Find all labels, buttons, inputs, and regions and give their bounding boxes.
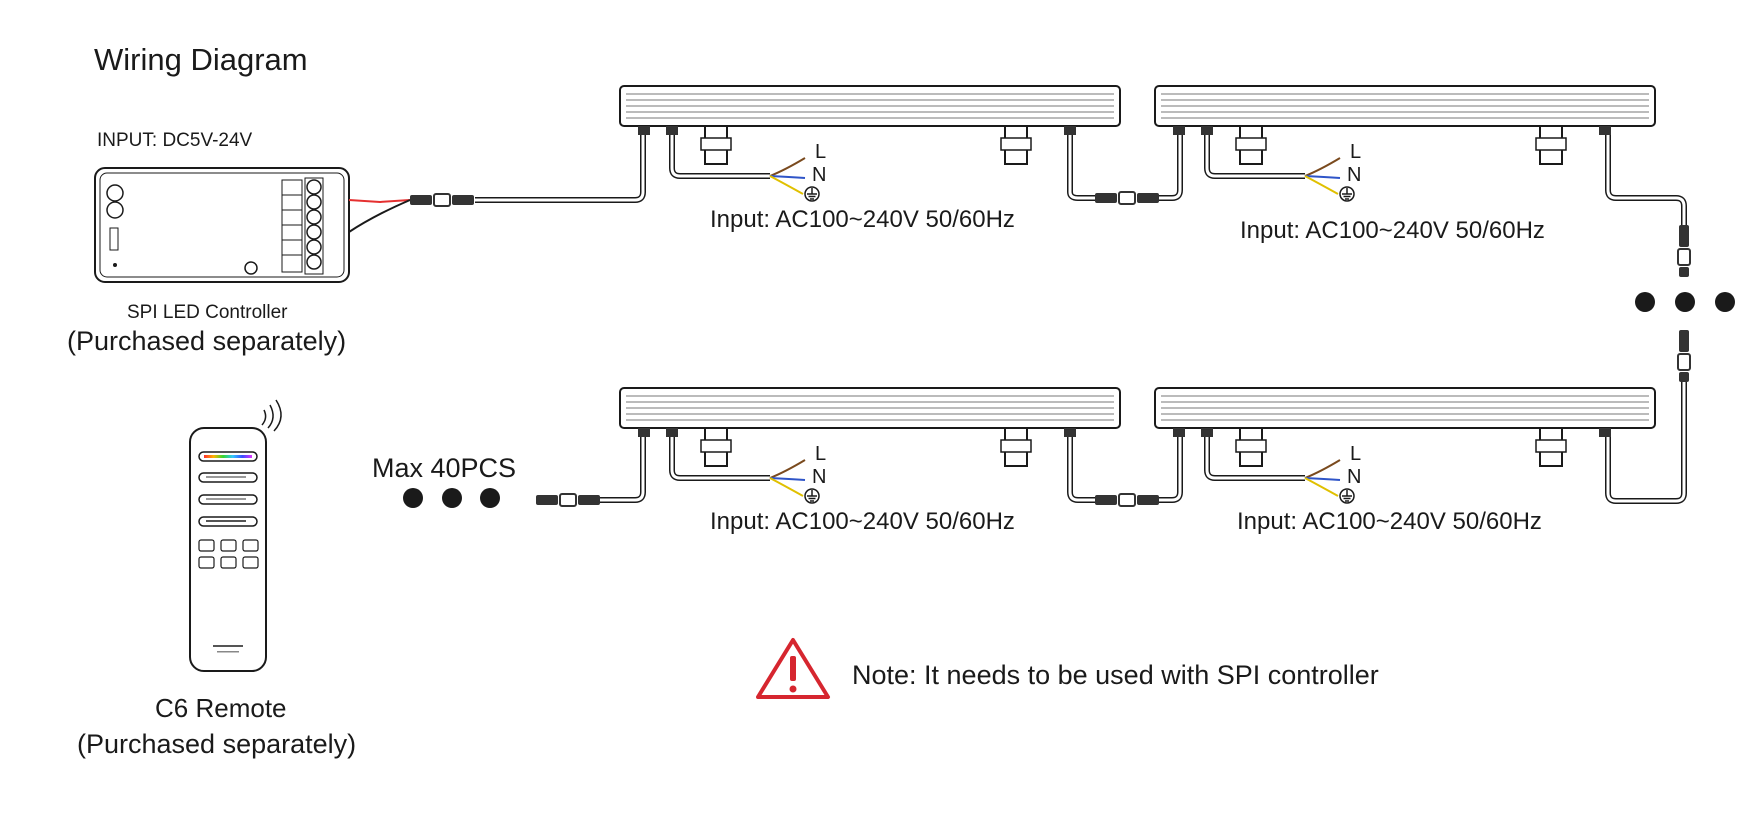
controller-input-label: INPUT: DC5V-24V	[97, 130, 253, 151]
light-bar-4	[1155, 388, 1655, 503]
fixture-1-input: Input: AC100~240V 50/60Hz	[710, 206, 1015, 233]
light-bar-2	[1155, 86, 1655, 201]
max-count-label: Max 40PCS	[372, 453, 517, 483]
remote-purchase-note: (Purchased separately)	[77, 729, 357, 759]
wire-label-live: L	[815, 141, 827, 163]
light-bar-3	[620, 388, 1120, 503]
spi-controller	[94, 167, 350, 283]
controller-purchase-note: (Purchased separately)	[67, 326, 347, 356]
controller-output-wires	[348, 199, 411, 204]
c6-remote	[189, 399, 282, 672]
wire-label-neutral: N	[1347, 164, 1362, 186]
continuation-dots-right	[1635, 292, 1735, 312]
controller-name: SPI LED Controller	[127, 302, 288, 323]
light-bar-1	[620, 86, 1120, 201]
wire-label-neutral: N	[812, 164, 827, 186]
page-title: Wiring Diagram	[94, 42, 308, 77]
wire-label-neutral: N	[1347, 466, 1362, 488]
fixture-4-input: Input: AC100~240V 50/60Hz	[1237, 508, 1542, 535]
fixture-3-input: Input: AC100~240V 50/60Hz	[710, 508, 1015, 535]
continuation-dots-left	[403, 488, 500, 508]
wire-label-live: L	[1350, 141, 1362, 163]
fixture-2-input: Input: AC100~240V 50/60Hz	[1240, 217, 1545, 244]
remote-name: C6 Remote	[155, 693, 287, 723]
usage-note: Note: It needs to be used with SPI contr…	[852, 660, 1379, 690]
wire-label-live: L	[1350, 443, 1362, 465]
warning-triangle-icon	[756, 638, 830, 699]
wire-label-live: L	[815, 443, 827, 465]
wire-label-neutral: N	[812, 466, 827, 488]
